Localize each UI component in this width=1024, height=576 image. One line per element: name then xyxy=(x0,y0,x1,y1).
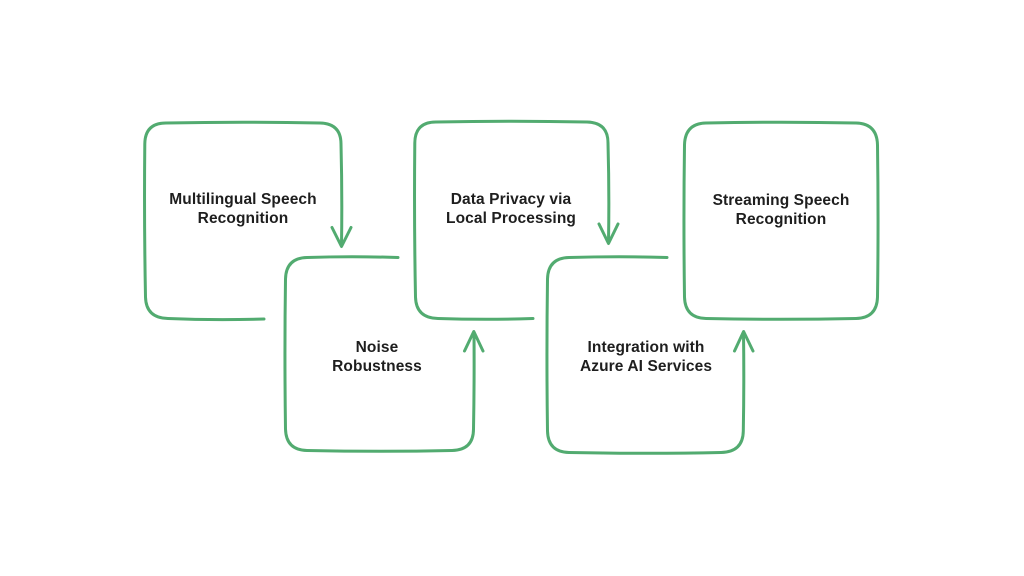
box-multilingual-outline xyxy=(143,120,344,322)
box-label-line: Recognition xyxy=(735,211,827,228)
box-label-streaming: Streaming Speech Recognition xyxy=(713,191,850,229)
arrow-data-privacy-to-integration-head xyxy=(597,222,620,245)
box-streaming-outline xyxy=(682,120,880,321)
box-label-line: Multilingual Speech xyxy=(169,191,317,208)
arrow-multilingual-to-noise-head xyxy=(330,226,353,248)
arrow-noise-to-data-privacy-head xyxy=(463,330,485,353)
box-label-line: Noise xyxy=(355,339,399,356)
box-label-line: Data Privacy via xyxy=(450,191,572,208)
box-label-integration: Integration with Azure AI Services xyxy=(580,338,712,376)
box-label-line: Integration with xyxy=(587,339,705,356)
box-data-privacy-outline xyxy=(413,119,611,321)
box-label-data-privacy: Data Privacy via Local Processing xyxy=(446,190,576,228)
box-label-line: Recognition xyxy=(197,210,289,227)
box-label-line: Azure AI Services xyxy=(579,358,713,375)
box-label-line: Robustness xyxy=(332,358,422,375)
box-integration-outline xyxy=(545,255,746,455)
box-label-noise: Noise Robustness xyxy=(332,338,422,376)
box-label-line: Local Processing xyxy=(446,210,576,227)
box-noise-outline xyxy=(283,255,476,453)
box-label-multilingual: Multilingual Speech Recognition xyxy=(169,190,316,228)
box-label-line: Streaming Speech xyxy=(712,192,850,209)
arrow-integration-to-streaming-head xyxy=(733,330,755,353)
